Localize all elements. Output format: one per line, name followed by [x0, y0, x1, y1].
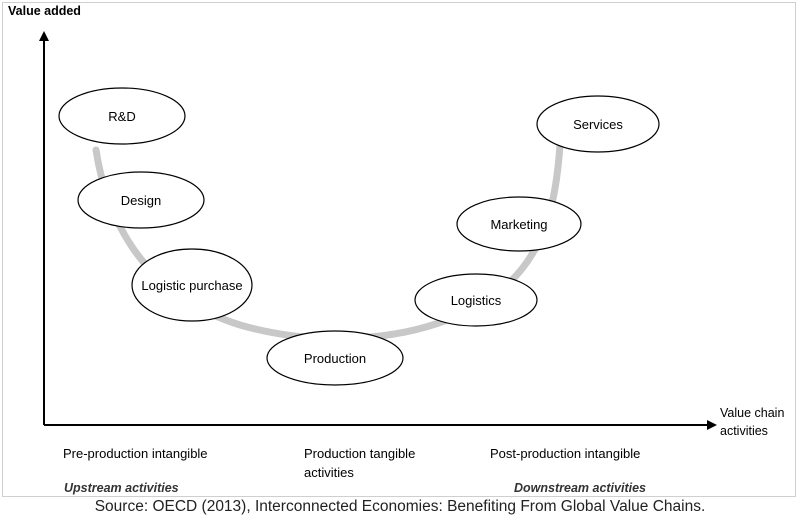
stage-node-logistics [414, 273, 538, 327]
y-axis-label: Value added [8, 4, 81, 18]
stage-node-logistic-purchase [131, 248, 253, 322]
stage-node-marketing [456, 196, 582, 252]
phase-label-production: Production tangible activities [304, 446, 416, 480]
phase-label-pre-production: Pre-production intangible [63, 446, 208, 461]
stage-node-design [77, 171, 205, 229]
x-axis-label: Value chain activities [720, 406, 785, 438]
stage-node-services [536, 95, 660, 153]
figure-frame [2, 2, 796, 497]
source-caption: Source: OECD (2013), Interconnected Econ… [94, 498, 706, 515]
upstream-label: Upstream activities [64, 481, 179, 495]
stage-node-rnd [58, 87, 186, 145]
downstream-label: Downstream activities [514, 481, 646, 495]
phase-label-post-production: Post-production intangible [490, 446, 641, 461]
stage-node-production [266, 330, 404, 386]
